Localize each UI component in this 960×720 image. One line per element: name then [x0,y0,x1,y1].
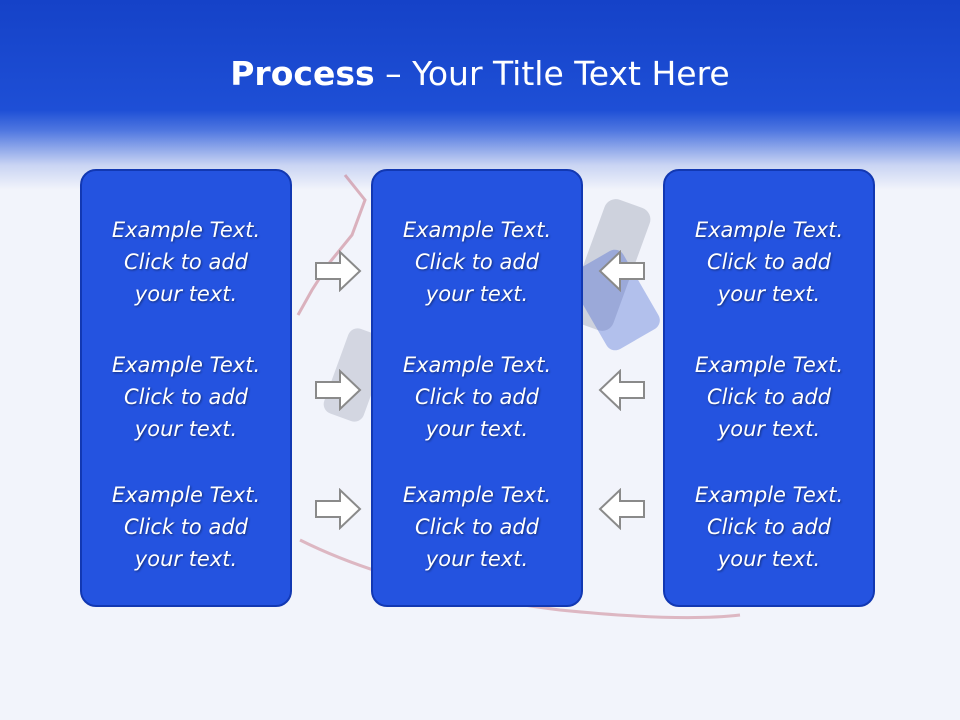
right-arrow-icon [315,369,362,411]
item-line: Click to add [414,515,539,539]
item-line: your text. [425,417,529,441]
left-arrow-icon [598,369,645,411]
text-item[interactable]: Example Text. Click to add your text. [373,479,581,575]
title-dash: – [374,54,413,93]
item-line: Example Text. [694,353,844,377]
text-item[interactable]: Example Text. Click to add your text. [373,214,581,310]
item-line: Click to add [706,515,831,539]
item-line: your text. [134,547,238,571]
title-bold-text: Process [230,54,375,93]
item-line: Click to add [123,385,248,409]
item-line: Click to add [414,385,539,409]
item-line: Example Text. [402,353,552,377]
right-arrow-icon [315,250,362,292]
text-item[interactable]: Example Text. Click to add your text. [665,349,873,445]
text-box-left[interactable]: Example Text. Click to add your text. Ex… [80,169,292,607]
text-item[interactable]: Example Text. Click to add your text. [665,214,873,310]
item-line: Example Text. [694,483,844,507]
text-item[interactable]: Example Text. Click to add your text. [82,479,290,575]
text-box-center[interactable]: Example Text. Click to add your text. Ex… [371,169,583,607]
text-box-right[interactable]: Example Text. Click to add your text. Ex… [663,169,875,607]
item-line: your text. [425,282,529,306]
item-line: your text. [134,417,238,441]
item-line: Click to add [123,250,248,274]
item-line: Example Text. [402,218,552,242]
right-arrow-icon [315,488,362,530]
item-line: Click to add [706,250,831,274]
item-line: Example Text. [694,218,844,242]
left-arrow-icon [598,250,645,292]
item-line: your text. [717,282,821,306]
item-line: Example Text. [111,483,261,507]
item-line: Click to add [706,385,831,409]
slide-title[interactable]: Process – Your Title Text Here [0,54,960,94]
item-line: Click to add [414,250,539,274]
item-line: your text. [717,417,821,441]
item-line: Click to add [123,515,248,539]
item-line: your text. [134,282,238,306]
item-line: Example Text. [402,483,552,507]
text-item[interactable]: Example Text. Click to add your text. [373,349,581,445]
item-line: your text. [717,547,821,571]
item-line: your text. [425,547,529,571]
title-banner [0,0,960,190]
left-arrow-icon [598,488,645,530]
text-item[interactable]: Example Text. Click to add your text. [665,479,873,575]
item-line: Example Text. [111,353,261,377]
item-line: Example Text. [111,218,261,242]
title-rest-text: Your Title Text Here [412,54,730,93]
text-item[interactable]: Example Text. Click to add your text. [82,349,290,445]
text-item[interactable]: Example Text. Click to add your text. [82,214,290,310]
